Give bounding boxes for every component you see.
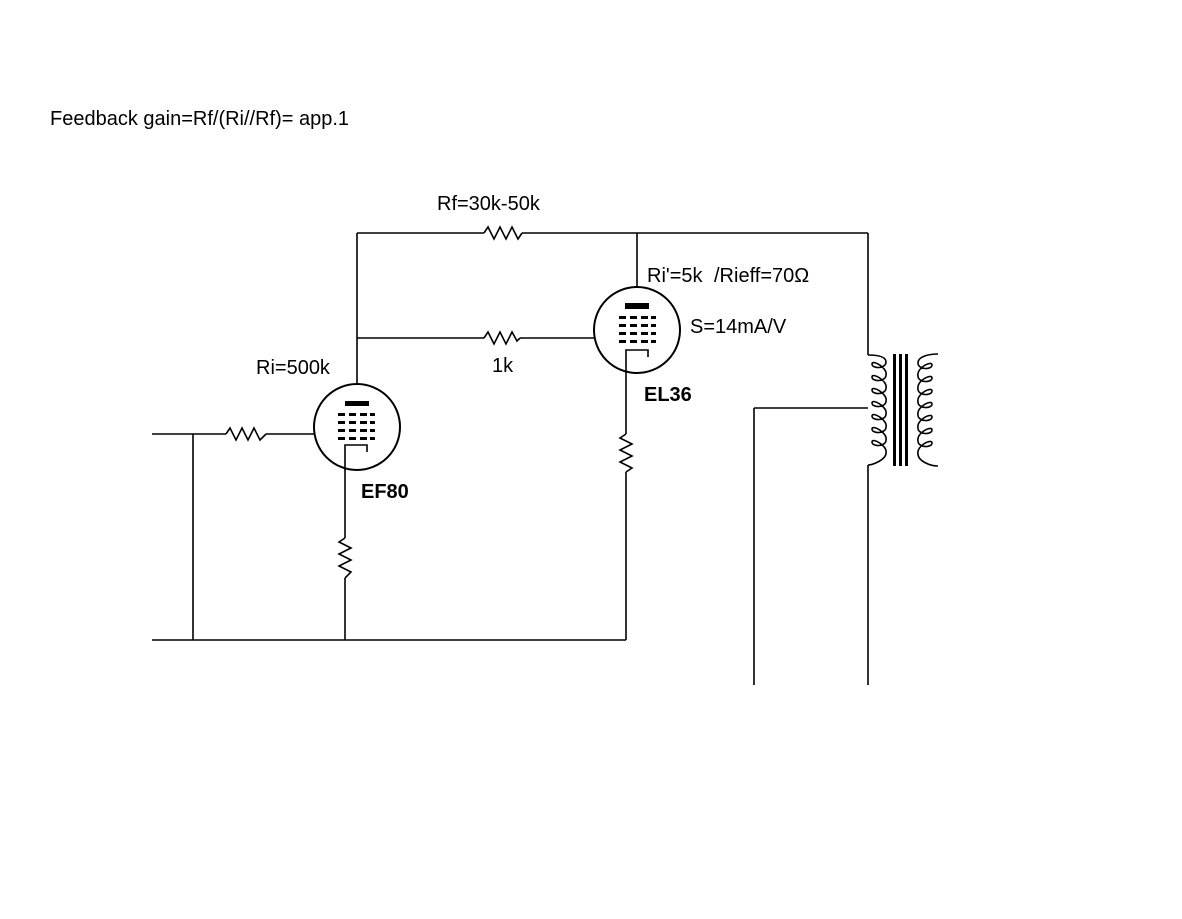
resistor-el36-cathode [618,433,634,473]
transformer-core-bar-3 [905,354,908,466]
transformer-core-bar-2 [899,354,902,466]
tube-el36-grids [619,316,656,343]
tube-ef80-anode [345,401,369,406]
tube-ef80-cathode [344,444,368,470]
resistor-1k [483,330,521,346]
label-ri-prime: Ri'=5k [647,265,704,287]
label-transconductance: S=14mA/V [690,316,787,338]
resistor-input [225,426,267,442]
label-tube-ef80: EF80 [361,481,409,503]
diagram-heading: Feedback gain=Rf/(Ri//Rf)= app.1 [50,108,349,130]
tube-el36-envelope [593,286,681,374]
resistor-rf [483,225,523,241]
label-series-resistor: 1k [492,355,514,377]
tube-ef80-envelope [313,383,401,471]
label-tube-el36: EL36 [644,384,692,406]
transformer-core-bar-1 [893,354,896,466]
label-ri: Ri=500k [256,357,331,379]
tube-el36 [593,286,681,374]
label-rieff: /Rieff=70Ω [714,265,809,287]
tube-el36-anode [625,303,649,309]
tube-ef80 [313,383,401,471]
tube-ef80-grids [338,413,375,440]
output-transformer [867,353,939,467]
resistor-ef80-cathode [337,537,353,579]
transformer-secondary-coil [917,353,939,467]
transformer-primary-coil [867,354,887,466]
label-rf: Rf=30k-50k [437,193,541,215]
tube-el36-cathode [625,349,649,373]
wires [152,232,869,685]
